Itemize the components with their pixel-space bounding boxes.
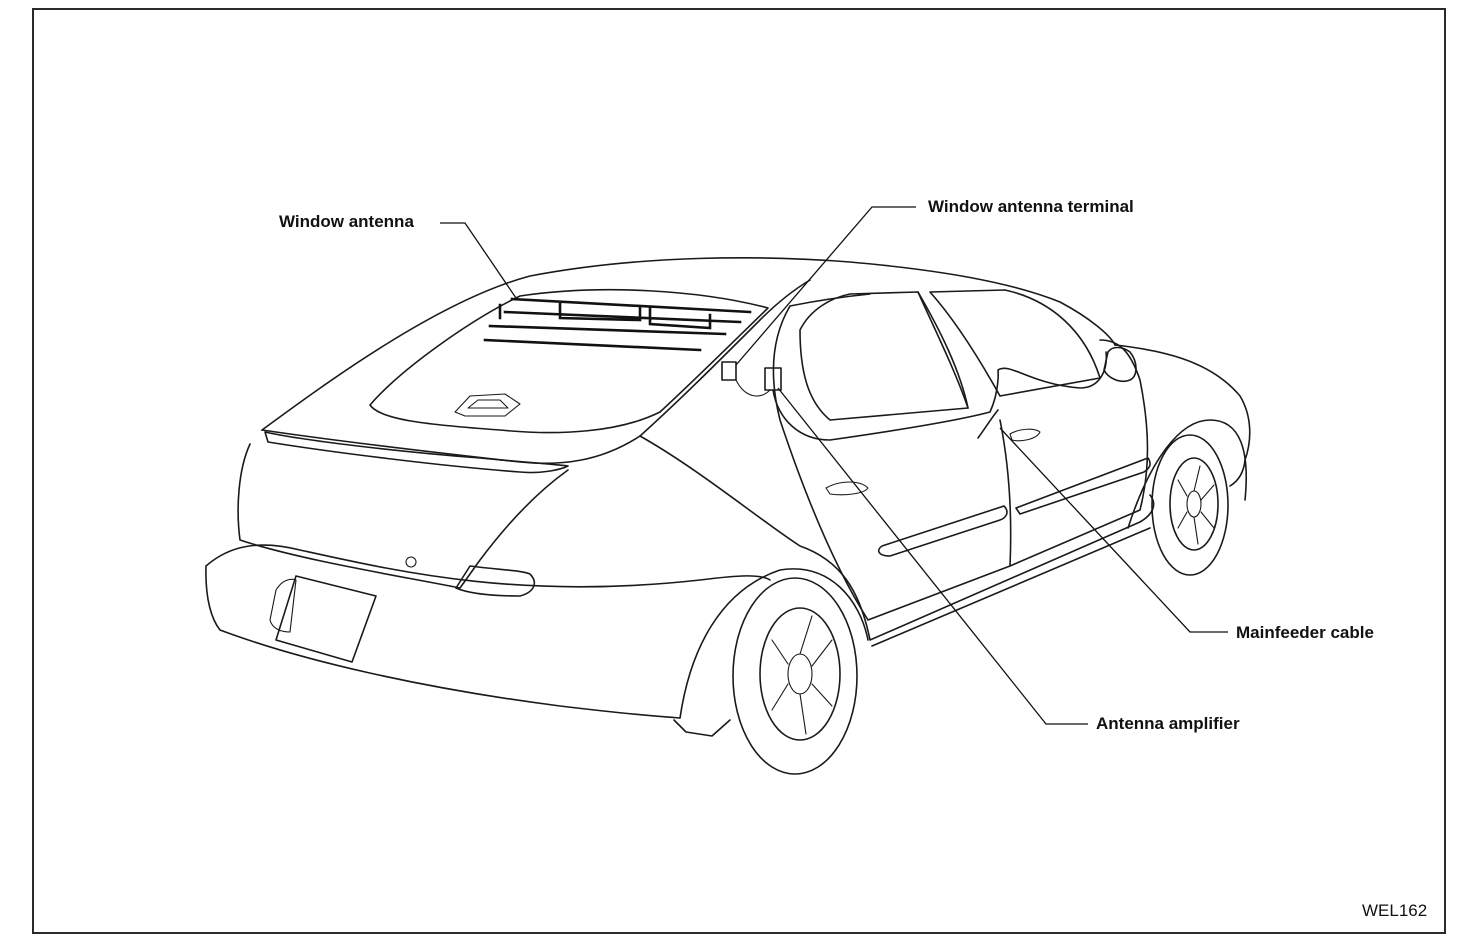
leader-antenna-amplifier	[777, 387, 1088, 725]
rear-door-handle	[825, 481, 869, 496]
rear-panel	[237, 443, 569, 589]
front-wheel-arch	[1127, 419, 1248, 529]
roof-line	[261, 257, 1116, 431]
label-antenna-amplifier: Antenna amplifier	[1096, 714, 1240, 733]
side-moulding	[877, 457, 1151, 557]
spoiler	[264, 431, 569, 474]
figure-code: WEL162	[1362, 901, 1428, 920]
side-body	[639, 435, 1155, 641]
rear-window	[369, 288, 769, 434]
leader-window-antenna-terminal	[735, 206, 916, 366]
label-mainfeeder-cable: Mainfeeder cable	[1236, 623, 1374, 642]
rear-bumper	[205, 544, 771, 719]
front-rim	[1169, 457, 1219, 551]
tail-lamp	[455, 565, 536, 597]
mud-flap	[673, 719, 731, 737]
leader-mainfeeder-cable	[999, 427, 1228, 633]
window-antenna-terminal-unit	[721, 361, 737, 381]
b-pillar	[917, 291, 969, 409]
rear-hub	[787, 653, 813, 695]
plate-lamp	[269, 578, 297, 633]
front-hub	[1186, 490, 1202, 518]
trunk-lid	[261, 429, 641, 465]
cable-wire-link	[735, 379, 771, 397]
high-mount-lamp	[454, 393, 521, 417]
mirror	[1103, 346, 1137, 383]
label-window-antenna-terminal: Window antenna terminal	[928, 197, 1134, 216]
rear-wheel-arch	[679, 568, 869, 719]
front-fender	[1114, 344, 1251, 487]
front-door-handle	[1009, 428, 1041, 442]
front-tire	[1151, 434, 1229, 576]
rear-spokes	[771, 615, 833, 735]
window-antenna-grid	[483, 297, 752, 352]
license-plate	[275, 575, 377, 663]
rear-rim	[759, 607, 841, 741]
front-side-window	[929, 289, 1101, 397]
rocker-panel	[871, 527, 1151, 647]
trunk-lock	[405, 556, 417, 568]
label-window-antenna: Window antenna	[279, 212, 414, 231]
mainfeeder-cable	[772, 351, 1108, 441]
front-spokes	[1177, 465, 1215, 545]
front-door	[1009, 339, 1149, 567]
rear-tire	[732, 577, 858, 775]
rear-side-window	[799, 291, 969, 421]
leader-window-antenna	[440, 222, 517, 299]
c-pillar-outer	[639, 279, 811, 437]
